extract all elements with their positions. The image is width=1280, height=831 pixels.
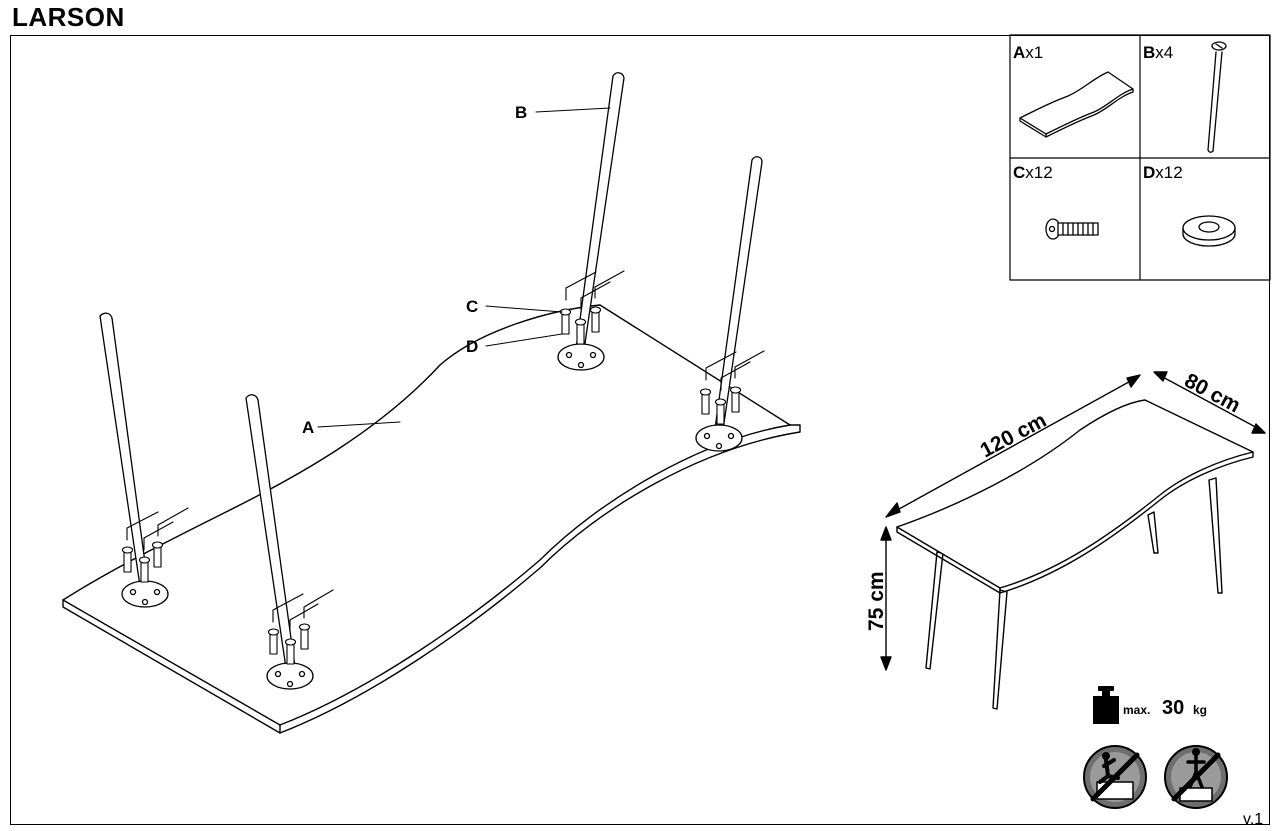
leg-1	[99, 312, 169, 608]
leg-part-icon	[1207, 41, 1227, 153]
dimension-length: 120 cm	[977, 409, 1051, 463]
svg-text:Bx4: Bx4	[1143, 43, 1173, 62]
bolt-part-icon	[1045, 218, 1099, 240]
diagram-frame	[10, 35, 1270, 825]
svg-text:Ax1: Ax1	[1013, 43, 1043, 62]
part-b-qty: x4	[1155, 43, 1173, 62]
dimension-arrows	[880, 371, 1266, 671]
parts-table	[1009, 34, 1271, 281]
dimension-width: 80 cm	[1181, 369, 1244, 417]
washer-part-icon	[1182, 215, 1236, 247]
assembled-table	[896, 399, 1254, 710]
callout-leaders	[317, 107, 611, 428]
part-a-cell: Ax1	[1013, 43, 1134, 138]
part-d-qty: x12	[1155, 163, 1182, 182]
part-d-letter: D	[1143, 163, 1155, 182]
callout-c: C	[466, 297, 478, 316]
weight-icon	[1093, 686, 1119, 724]
part-c-letter: C	[1013, 163, 1025, 182]
part-d-cell: Dx12	[1143, 163, 1236, 247]
bolts-leg-3	[559, 270, 625, 345]
version-label: v.1	[1243, 811, 1263, 828]
no-standing-icon	[1164, 745, 1228, 809]
part-a-letter: A	[1013, 43, 1025, 62]
bolts-leg-1	[121, 507, 189, 583]
product-title: LARSON	[12, 2, 125, 32]
leg-4	[695, 156, 763, 452]
part-c-qty: x12	[1025, 163, 1052, 182]
part-b-letter: B	[1143, 43, 1155, 62]
svg-text:Dx12: Dx12	[1143, 163, 1183, 182]
svg-text:Cx12: Cx12	[1013, 163, 1053, 182]
no-climbing-icon	[1083, 745, 1147, 809]
dimension-height: 75 cm	[865, 571, 888, 631]
callout-d: D	[466, 337, 478, 356]
bolts-leg-2	[267, 589, 334, 665]
leg-3	[557, 72, 625, 371]
part-c-cell: Cx12	[1013, 163, 1099, 240]
load-prefix: max.	[1123, 703, 1150, 717]
load-value: 30	[1162, 697, 1184, 719]
part-a-qty: x1	[1025, 43, 1043, 62]
callout-a: A	[302, 418, 314, 437]
callout-b: B	[515, 103, 527, 122]
load-unit: kg	[1193, 703, 1207, 717]
bolts-leg-4	[699, 350, 765, 425]
tabletop-part-icon	[1019, 71, 1134, 138]
tabletop-upside-down	[62, 304, 801, 734]
part-b-cell: Bx4	[1143, 41, 1227, 153]
